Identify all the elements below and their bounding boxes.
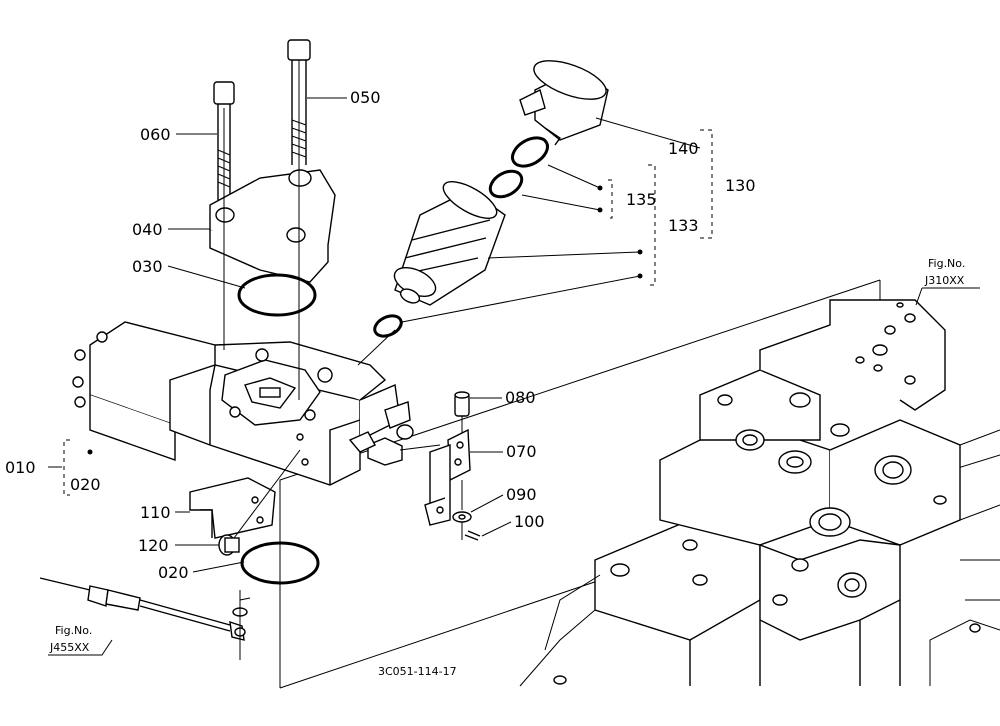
label-020-kit: 020 (70, 475, 101, 494)
label-010: 010 (5, 458, 36, 477)
cover-plate-040 (209, 60, 336, 400)
bracket-110 (189, 477, 276, 539)
o-ring-135a (488, 169, 524, 199)
label-120: 120 (138, 536, 169, 555)
label-050: 050 (350, 88, 381, 107)
figure-ref-j455xx[interactable]: Fig.No. J455XX (48, 624, 113, 656)
label-060: 060 (140, 125, 171, 144)
control-valve-body (72, 321, 414, 486)
figure-ref-j310xx[interactable]: Fig.No. J310XX (915, 257, 980, 306)
o-ring-small (373, 314, 403, 338)
hose-clamp-140 (519, 60, 609, 146)
o-ring-030 (237, 273, 317, 317)
bracket-010 (63, 439, 70, 496)
label-140: 140 (668, 139, 699, 158)
figure-ref-j310xx-line1: Fig.No. (928, 257, 965, 270)
leader-133 (487, 251, 641, 259)
bracket-130 (700, 129, 713, 239)
label-020: 020 (158, 563, 189, 582)
figure-ref-j455xx-line1: Fig.No. (55, 624, 92, 637)
leader-090 (470, 494, 504, 513)
label-070: 070 (506, 442, 537, 461)
figure-ref-j310xx-line2: J310XX (924, 274, 965, 287)
o-ring-020 (240, 541, 320, 585)
spool-cartridge-133 (393, 181, 506, 306)
label-110: 110 (140, 503, 171, 522)
leader-135a (547, 164, 601, 189)
label-030: 030 (132, 257, 163, 276)
split-pin-100 (464, 530, 481, 541)
leader-135b (521, 194, 601, 211)
label-133: 133 (668, 216, 699, 235)
leader-020 (192, 561, 245, 573)
leader-140 (595, 117, 701, 149)
bracket-133 (648, 164, 656, 286)
figure-ref-j455xx-line2: J455XX (49, 641, 90, 654)
label-090: 090 (506, 485, 537, 504)
label-040: 040 (132, 220, 163, 239)
control-cable (39, 577, 251, 660)
leader-030 (167, 265, 246, 289)
label-130: 130 (725, 176, 756, 195)
label-135: 135 (626, 190, 657, 209)
label-100: 100 (514, 512, 545, 531)
transmission-housing-drawing (279, 279, 1000, 689)
drawing-code: 3C051-114-17 (378, 665, 457, 678)
label-080: 080 (505, 388, 536, 407)
pin-080 (454, 391, 470, 440)
leader-100 (481, 521, 512, 537)
dot-010 (87, 449, 93, 455)
lever-070 (424, 428, 471, 526)
bracket-135 (608, 179, 613, 219)
leader-133b (401, 275, 641, 323)
o-ring-135b (510, 136, 550, 168)
